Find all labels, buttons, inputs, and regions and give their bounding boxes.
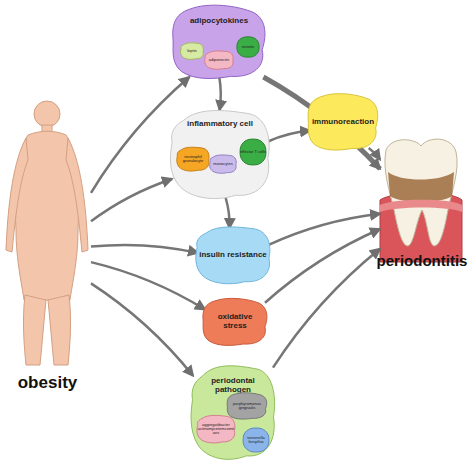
flow-arrow (268, 214, 380, 245)
flow-arrow (91, 262, 205, 309)
cell-shape: monocytes (209, 154, 237, 174)
cytokine-blob: adipocytokines leptin adiponectin resistin (170, 3, 268, 81)
factor-shape: resistin (236, 36, 260, 58)
process-blob: oxidative stress (201, 297, 269, 347)
factor-shape: leptin (180, 42, 204, 60)
flow-arrow (263, 77, 380, 169)
item-label: monocytes (210, 162, 236, 166)
node-label: periodontitis (376, 252, 468, 269)
figure-node: obesity (0, 95, 95, 393)
item-label: tannerella forsythia (243, 436, 269, 444)
tooth-illustration (380, 139, 462, 262)
node-label: adipocytokines (174, 17, 264, 26)
item-label: resistin (237, 45, 259, 49)
bacteria-shape: porphyromonas gingivalis (226, 392, 268, 420)
flow-arrow (265, 229, 380, 303)
cell-blob: inflammatory cell neutrophil granulocytem… (168, 106, 272, 202)
flow-arrow (91, 179, 172, 221)
node-label: immunoreaction (310, 118, 376, 127)
node-label: insulin resistance (198, 251, 268, 260)
cell-shape: effector T cells (239, 138, 267, 166)
factor-shape: adiponectin (204, 50, 234, 70)
flow-arrow (369, 148, 380, 160)
item-label: adiponectin (205, 58, 233, 62)
node-label: obesity (0, 373, 95, 393)
flow-arrow (91, 283, 193, 375)
item-label: leptin (181, 49, 203, 53)
node-label: inflammatory cell (172, 120, 268, 129)
bacteria-shape: tannerella forsythia (242, 427, 270, 453)
process-blob: immunoreaction (306, 92, 380, 152)
flow-arrow (268, 131, 310, 142)
cell-shape: neutrophil granulocyte (176, 146, 210, 172)
item-label: aggregatibacter actinomycetemcomitans (197, 423, 235, 436)
flow-arrow (219, 77, 220, 110)
flow-arrow (273, 249, 380, 368)
item-label: neutrophil granulocyte (177, 155, 209, 163)
pathogen-blob: periodontal pathogen porphyromonas gingiv… (189, 361, 277, 463)
process-blob: insulin resistance (194, 224, 272, 286)
flow-arrow (226, 198, 230, 228)
item-label: effector T cells (240, 150, 266, 154)
figure-node: periodontitis (376, 135, 468, 269)
bacteria-shape: aggregatibacter actinomycetemcomitans (196, 414, 236, 444)
item-label: porphyromonas gingivalis (227, 402, 267, 410)
node-label: periodontal pathogen (193, 377, 273, 395)
person-illustration (6, 101, 88, 365)
node-label: oxidative stress (205, 313, 265, 331)
flow-arrow (91, 245, 198, 253)
